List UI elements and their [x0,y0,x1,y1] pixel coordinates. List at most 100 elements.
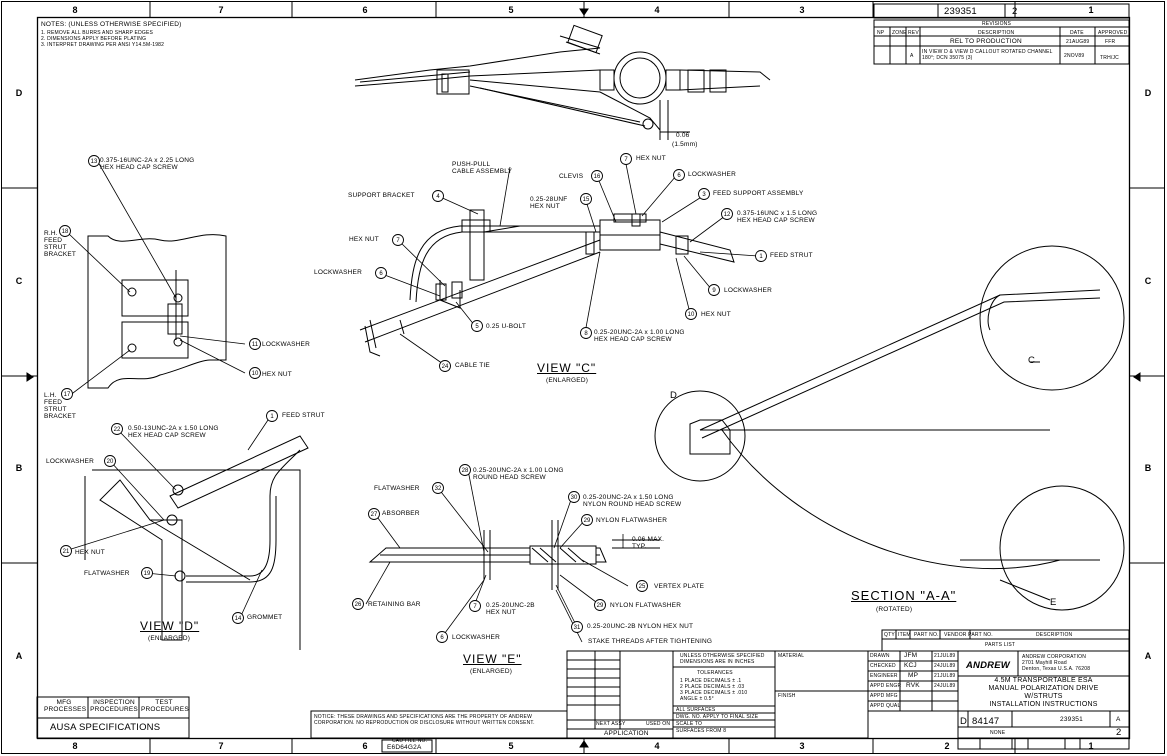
label-screw-8: 0.25-20UNC-2A x 1.00 LONG HEX HEAD CAP S… [594,329,685,343]
zone-row-b: B [15,463,23,473]
app-used-on: USED ON [646,721,671,727]
rev-value: A [1116,716,1121,723]
top-dim-mm: (1.5mm) [672,141,698,148]
zone-col-3: 3 [799,5,805,15]
spec-test: TEST PROCEDURES [141,699,189,713]
rev-1-appr: TRH/JC [1100,55,1119,61]
rev-1-date: 2NOV89 [1064,53,1085,59]
label-flatwasher-32: FLATWASHER [374,485,420,492]
pl-col-desc: DESCRIPTION [1036,632,1073,638]
zone-row-c-right: C [1144,276,1152,286]
rev-col-approved: APPROVED [1098,30,1128,36]
rev-1-rev: A [910,53,914,59]
label-hexnut-e: 0.25-20UNC-2B HEX NUT [486,602,535,616]
zone-row-d: D [15,88,23,98]
zone-col-6: 6 [362,5,368,15]
tol-foot-2: DWG. NO. APPLY TO FINAL SIZE [676,714,759,720]
cad-file-value: E6D64G2A [387,744,422,751]
app-label: APPLICATION [604,730,649,737]
zone-row-d-right: D [1144,88,1152,98]
zone-row-b-right: B [1144,463,1152,473]
label-flatwasher-19: FLATWASHER [84,570,130,577]
label-support-bracket: SUPPORT BRACKET [348,192,415,199]
zone-col-4-bottom: 4 [654,741,660,751]
zone-col-3-bottom: 3 [799,741,805,751]
section-letter-e: E [1050,597,1057,608]
size-value: D [960,716,968,727]
sig-role-5: APPD QUAL [870,703,901,709]
label-hexnut-28: 0.25-28UNF HEX NUT [530,196,568,210]
label-cable-tie: CABLE TIE [455,362,490,369]
sig-role-4: APPD MFG [870,693,898,699]
zone-col-4: 4 [654,5,660,15]
label-retaining-bar: RETAINING BAR [368,601,421,608]
section-letter-d: D [670,390,678,401]
tol-title: TOLERANCES [697,670,733,676]
label-lockwasher-20: LOCKWASHER [46,458,94,465]
tol-2: 2 PLACE DECIMALS ± .03 [680,684,745,690]
label-feed-support: FEED SUPPORT ASSEMBLY [713,190,804,197]
company-logo: ANDREW [966,660,1010,671]
tol-foot-3: SCALE TO [676,721,703,727]
sig-init-2: MP [908,672,919,679]
section-letter-c: C [1028,355,1036,366]
note-3: 3. INTERPRET DRAWING PER ANSI Y14.5M-198… [41,42,165,48]
top-dim: 0.06 [676,132,690,139]
rev-0-appr: FFR [1105,39,1116,45]
company-name: ANDREW CORPORATION [1022,654,1087,660]
app-next-assy: NEXT ASSY [596,721,626,727]
label-grommet: GROMMET [247,614,283,621]
doc-number: 239351 [944,6,977,17]
label-screw-28: 0.25-20UNC-2A x 1.00 LONG ROUND HEAD SCR… [473,467,564,481]
label-nylon-hex: 0.25-20UNC-2B NYLON HEX NUT [587,623,694,630]
zone-col-5-bottom: 5 [508,741,514,751]
notes-title: NOTES: (UNLESS OTHERWISE SPECIFIED) [41,21,182,28]
label-lh-bracket: L.H. FEED STRUT BRACKET [44,392,77,420]
label-clevis: CLEVIS [559,173,584,180]
zone-row-a: A [15,651,23,661]
rev-col-description: DESCRIPTION [978,30,1015,36]
tol-head: UNLESS OTHERWISE SPECIFIED DIMENSIONS AR… [680,653,765,665]
dwg-value: 239351 [1060,716,1083,723]
cad-file-label: CAD FILE NO. [392,738,428,744]
label-vertex-plate: VERTEX PLATE [654,583,705,590]
parts-list-title: PARTS LIST [985,642,1016,648]
label-hexnut-10: HEX NUT [701,311,731,318]
label-max: 0.06 MAX. TYP. [632,536,665,550]
zone-row-a-right: A [1144,651,1152,661]
label-push-pull: PUSH-PULL CABLE ASSEMBLY [452,161,513,175]
label-screw-13: 0.375-16UNC-2A x 2.25 LONG HEX HEAD CAP … [100,157,195,171]
rev-col-rev: REV [908,30,919,36]
label-lockwasher-e: LOCKWASHER [452,634,500,641]
zone-col-5: 5 [508,5,514,15]
sig-role-2: ENGINEER [870,673,898,679]
sig-role-0: DRAWN [870,653,890,659]
label-hexnut-7: HEX NUT [636,155,666,162]
material-label: MATERIAL [778,653,805,659]
zone-col-7: 7 [218,5,224,15]
rev-col-date: DATE [1070,30,1084,36]
pl-col-item: ITEM [898,632,911,638]
tol-foot-4: SURFACES FROM 8 [676,728,727,734]
drawing-title: 4.5M TRANSPORTABLE ESA MANUAL POLARIZATI… [988,677,1099,708]
sig-date-1: 24JUL89 [934,663,956,669]
rev-col-zone: ZONE [892,30,907,36]
zone-col-8: 8 [72,5,78,15]
rev-col-np: NP [877,30,885,36]
label-feed-strut-d: FEED STRUT [282,412,325,419]
note-1: 1. REMOVE ALL BURRS AND SHARP EDGES [41,30,154,36]
label-stake-threads: STAKE THREADS AFTER TIGHTENING [588,638,713,645]
pl-col-vendor: VENDOR PART NO. [944,632,993,638]
view-d-title: VIEW "D" [140,619,200,633]
sig-role-1: CHECKED [870,663,896,669]
view-e-title: VIEW "E" [463,652,522,666]
sig-date-0: 21JUL89 [934,653,956,659]
zone-col-2-bottom: 2 [944,741,950,751]
label-u-bolt: 0.25 U-BOLT [486,323,527,330]
label-absorber: ABSORBER [382,510,420,517]
note-2: 2. DIMENSIONS APPLY BEFORE PLATING [41,36,147,42]
sig-init-3: RVK [906,682,920,689]
section-aa-sub: (ROTATED) [876,606,913,613]
label-screw-30: 0.25-20UNC-2A x 1.50 LONG NYLON ROUND HE… [583,494,682,508]
